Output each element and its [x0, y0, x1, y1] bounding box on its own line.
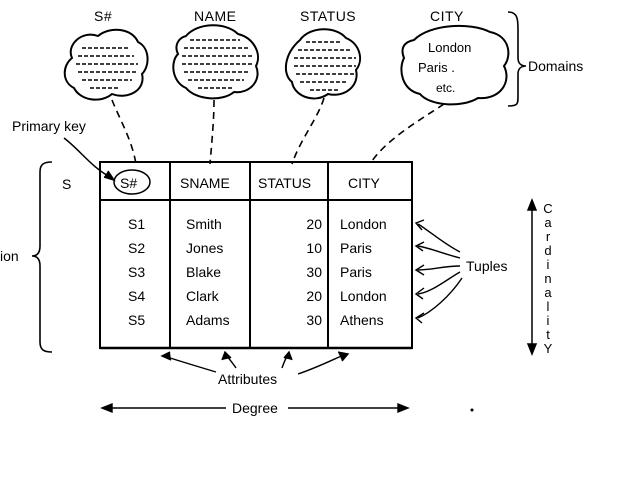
cardinality-letter: i — [546, 313, 550, 328]
table-cell: S4 — [128, 288, 146, 304]
cardinality-letter: i — [546, 257, 550, 272]
relation-name: S — [62, 176, 72, 192]
table-cell: Clark — [186, 288, 219, 304]
relation-side-label: ion — [0, 248, 19, 264]
city-domain-value: Paris . — [418, 60, 455, 75]
relation-table-grid — [99, 161, 413, 350]
degree-arrow — [100, 402, 410, 414]
table-cell: Jones — [186, 240, 224, 256]
attributes-label: Attributes — [218, 371, 278, 387]
table-cell: Blake — [186, 264, 222, 280]
city-domain-value: London — [428, 40, 472, 55]
primary-key-circle — [113, 169, 151, 195]
table-cell: Adams — [186, 312, 230, 328]
domain-header-snum: S# — [94, 8, 113, 24]
table-cell: London — [340, 288, 387, 304]
domains-label: Domains — [528, 58, 584, 74]
table-cell: 30 — [306, 264, 322, 280]
relation-brace — [31, 161, 53, 353]
table-cell: 20 — [306, 288, 322, 304]
column-header-city: CITY — [348, 175, 380, 191]
domain-blob-name — [172, 24, 259, 100]
primary-key-label: Primary key — [12, 118, 86, 134]
domain-connectors — [111, 97, 445, 165]
domain-header-status: STATUS — [300, 8, 357, 24]
cardinality-letter: d — [544, 243, 552, 258]
degree-label: Degree — [232, 400, 278, 416]
domain-header-name: NAME — [194, 8, 237, 24]
table-cell: 30 — [306, 312, 322, 328]
cardinality-letter: Y — [543, 341, 553, 356]
cardinality-letter: a — [544, 215, 552, 230]
cardinality-letter: t — [546, 327, 550, 342]
table-cell: London — [340, 216, 387, 232]
domains-brace — [507, 11, 527, 107]
domain-header-city: CITY — [430, 8, 464, 24]
domain-blob-status — [284, 28, 362, 100]
cardinality-arrow — [526, 197, 538, 357]
cardinality-letter: n — [544, 271, 552, 286]
tuples-arrows — [414, 219, 463, 324]
primary-key-pointer — [63, 137, 116, 182]
table-cell: 20 — [306, 216, 322, 232]
speck — [470, 408, 474, 412]
table-cell: S1 — [128, 216, 146, 232]
tuples-label: Tuples — [466, 258, 508, 274]
cardinality-letter: C — [543, 201, 553, 216]
table-cell: Athens — [340, 312, 384, 328]
table-cell: Paris — [340, 264, 372, 280]
table-cell: S3 — [128, 264, 146, 280]
attributes-arrows — [160, 350, 350, 375]
table-cell: Paris — [340, 240, 372, 256]
table-cell: Smith — [186, 216, 222, 232]
column-header-sname: SNAME — [180, 175, 230, 191]
column-header-status: STATUS — [258, 175, 312, 191]
table-cell: S2 — [128, 240, 146, 256]
table-cell: 10 — [306, 240, 322, 256]
table-cell: S5 — [128, 312, 146, 328]
cardinality-letter: r — [545, 229, 551, 244]
city-domain-value: etc. — [436, 81, 456, 95]
domain-blob-snum — [63, 28, 149, 101]
cardinality-letter: l — [546, 299, 550, 314]
cardinality-letter: a — [544, 285, 552, 300]
column-header-snum: S# — [120, 175, 138, 191]
domain-blob-city — [400, 24, 510, 106]
